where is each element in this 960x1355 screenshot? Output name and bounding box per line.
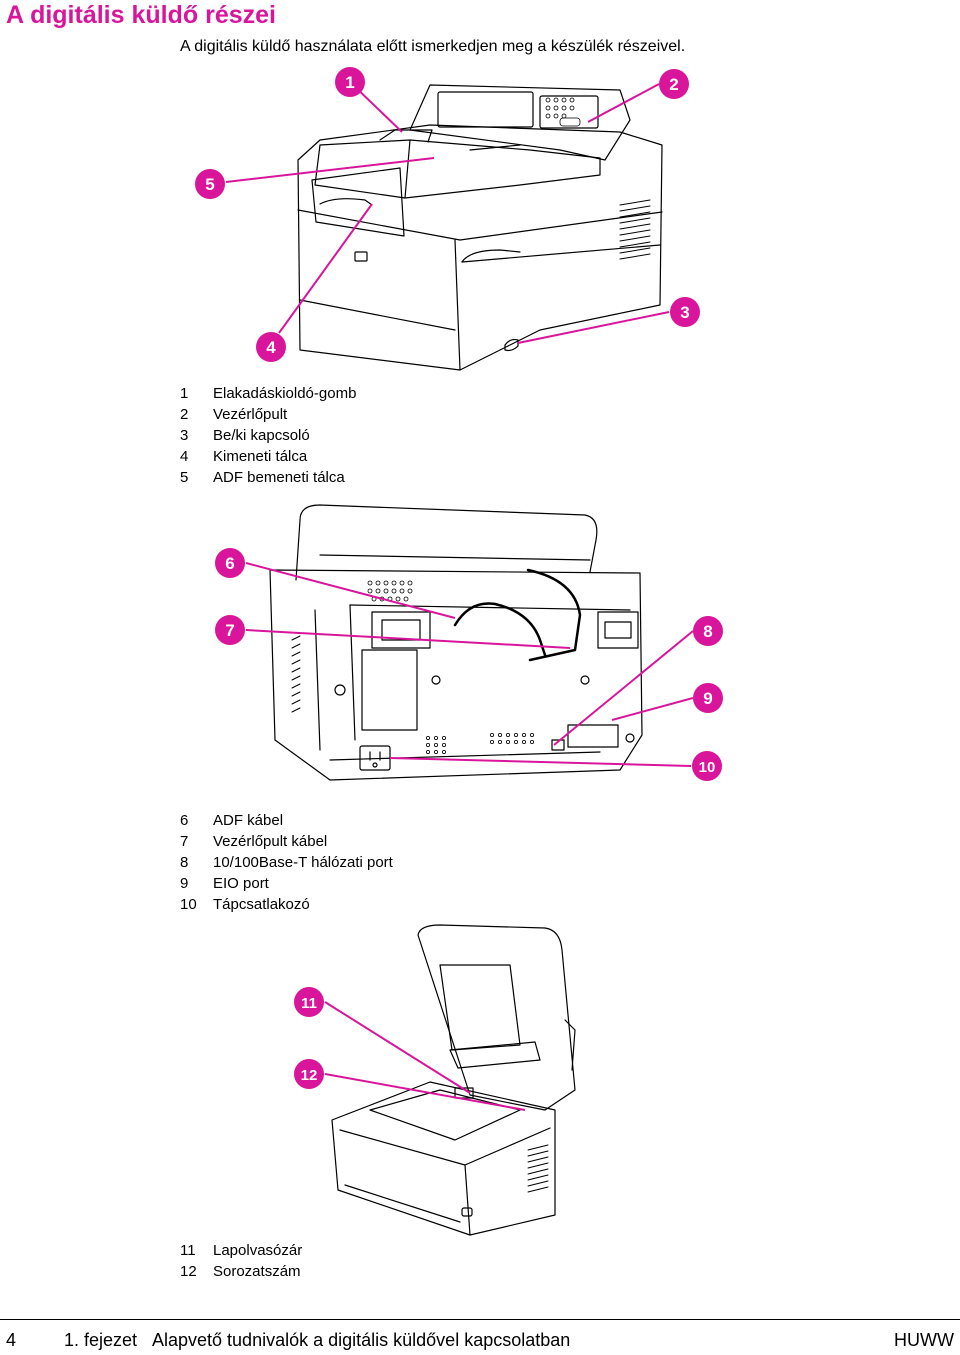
callout-2: 2 (659, 69, 689, 99)
intro-text: A digitális küldő használata előtt ismer… (180, 38, 686, 55)
svg-text:9: 9 (703, 689, 712, 708)
svg-text:4: 4 (266, 338, 276, 357)
callout-6: 6 (215, 548, 245, 578)
footer-chapter-title: Alapvető tudnivalók a digitális küldővel… (152, 1330, 571, 1350)
svg-text:5: 5 (205, 175, 214, 194)
callout-badges: 1 2 3 4 5 6 7 8 9 10 11 12 (195, 67, 723, 1089)
svg-text:10: 10 (699, 759, 716, 776)
callout-8: 8 (693, 616, 723, 646)
callout-3: 3 (670, 297, 700, 327)
rear-view-drawing (269, 504, 643, 781)
page-title: A digitális küldő részei (6, 1, 276, 29)
svg-text:1: 1 (345, 73, 354, 92)
svg-text:12: 12 (301, 1067, 318, 1084)
callout-4: 4 (256, 332, 286, 362)
callout-12: 12 (294, 1059, 324, 1089)
svg-text:6: 6 (225, 554, 234, 573)
svg-text:3: 3 (680, 303, 689, 322)
callout-10: 10 (692, 751, 722, 781)
device-illustrations: 1 2 3 4 5 6 7 8 9 10 11 12 (195, 67, 723, 1236)
callout-leaders (225, 81, 694, 1111)
footer-page-number: 4 (6, 1330, 17, 1350)
callout-7: 7 (215, 615, 245, 645)
callout-5: 5 (195, 169, 225, 199)
footer-rule (0, 1319, 960, 1320)
callout-1: 1 (335, 67, 365, 97)
callout-9: 9 (693, 683, 723, 713)
svg-text:2: 2 (669, 75, 678, 94)
svg-text:7: 7 (225, 621, 234, 640)
svg-text:11: 11 (301, 995, 317, 1012)
svg-text:8: 8 (703, 622, 712, 641)
callout-11: 11 (294, 987, 324, 1017)
front-view-drawing (297, 84, 663, 371)
open-lid-drawing (331, 924, 576, 1236)
footer-chapter: 1. fejezet (64, 1330, 138, 1350)
footer-doc-code: HUWW (894, 1330, 954, 1350)
